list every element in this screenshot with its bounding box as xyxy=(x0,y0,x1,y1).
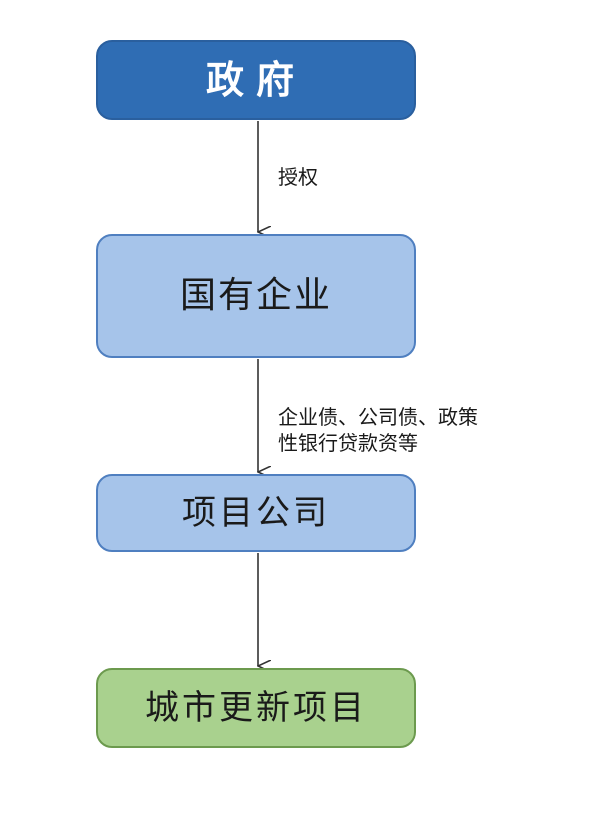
node-project-company-label: 项目公司 xyxy=(182,493,330,533)
edge-label-financing: 企业债、公司债、政策 性银行贷款资等 xyxy=(278,404,578,456)
node-soe-label: 国有企业 xyxy=(179,275,332,316)
node-urban-renewal-project: 城市更新项目 xyxy=(96,668,416,748)
edge-label-financing-line2: 性银行贷款资等 xyxy=(278,431,418,455)
node-project-company: 项目公司 xyxy=(96,474,416,552)
node-urban-renewal-label: 城市更新项目 xyxy=(145,688,367,728)
edge-label-financing-line1: 企业债、公司债、政策 xyxy=(278,405,478,429)
node-government-label: 政府 xyxy=(205,58,306,102)
node-state-owned-enterprise: 国有企业 xyxy=(96,234,416,358)
node-government: 政府 xyxy=(96,40,416,120)
edge-label-authorization: 授权 xyxy=(278,165,318,189)
